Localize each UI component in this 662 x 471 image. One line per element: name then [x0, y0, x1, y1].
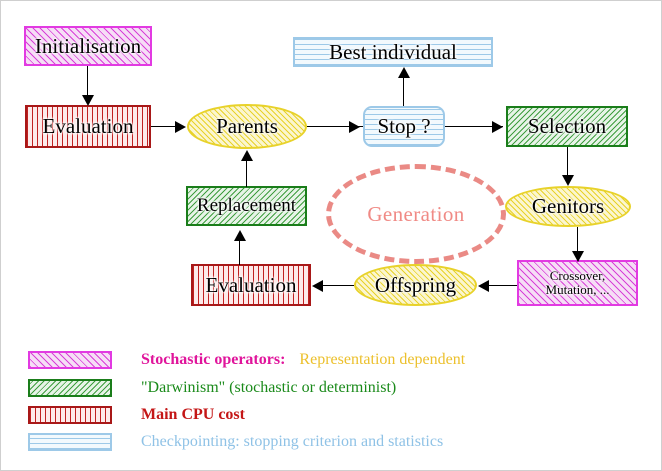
legend-row-stochastic: Stochastic operators: Representation dep… [28, 351, 465, 369]
node-genitors[interactable]: Genitors [505, 186, 631, 227]
legend-swatch-green [28, 379, 112, 397]
legend-swatch-magenta [28, 351, 112, 369]
node-generation-label: Generation [367, 201, 465, 226]
node-generation: Generation [326, 164, 506, 264]
legend-label-stochastic: Stochastic operators: [141, 351, 286, 368]
node-best-individual-label: Best individual [329, 39, 457, 64]
node-evaluation-bottom[interactable]: Evaluation [191, 264, 311, 306]
legend-row-checkpointing: Checkpointing: stopping criterion and st… [28, 433, 443, 451]
node-evaluation-top-label: Evaluation [42, 114, 134, 139]
node-crossover-label-line1: Crossover, [549, 268, 606, 284]
legend-row-darwinism: "Darwinism" (stochastic or determinist) [28, 379, 396, 397]
node-selection[interactable]: Selection [506, 106, 628, 147]
node-offspring-label: Offspring [374, 272, 457, 297]
node-replacement[interactable]: Replacement [186, 186, 307, 226]
node-replacement-label: Replacement [196, 195, 297, 217]
node-crossover-label-line2: Mutation, ... [545, 282, 610, 297]
node-evaluation-top[interactable]: Evaluation [25, 105, 151, 148]
legend-label-cpu: Main CPU cost [141, 406, 245, 423]
node-parents-label: Parents [216, 114, 278, 139]
node-evaluation-bottom-label: Evaluation [205, 272, 297, 297]
legend-swatch-blue [28, 433, 112, 451]
node-crossover-mutation[interactable]: Crossover, Mutation, ... [517, 260, 638, 306]
legend-swatch-red [28, 406, 112, 424]
node-best-individual[interactable]: Best individual [293, 37, 493, 67]
legend-label-darwinism: "Darwinism" (stochastic or determinist) [141, 379, 397, 396]
node-initialisation[interactable]: Initialisation [24, 26, 152, 66]
node-genitors-label: Genitors [531, 194, 605, 219]
node-stop[interactable]: Stop ? [363, 106, 445, 147]
node-initialisation-label: Initialisation [34, 33, 142, 58]
legend-label-representation: Representation dependent [299, 351, 466, 368]
node-offspring[interactable]: Offspring [354, 264, 477, 306]
legend-row-cpu: Main CPU cost [28, 406, 245, 424]
legend-label-checkpointing: Checkpointing: stopping criterion and st… [141, 433, 444, 450]
node-parents[interactable]: Parents [187, 104, 307, 149]
node-selection-label: Selection [527, 114, 607, 139]
node-stop-label: Stop ? [377, 114, 431, 139]
